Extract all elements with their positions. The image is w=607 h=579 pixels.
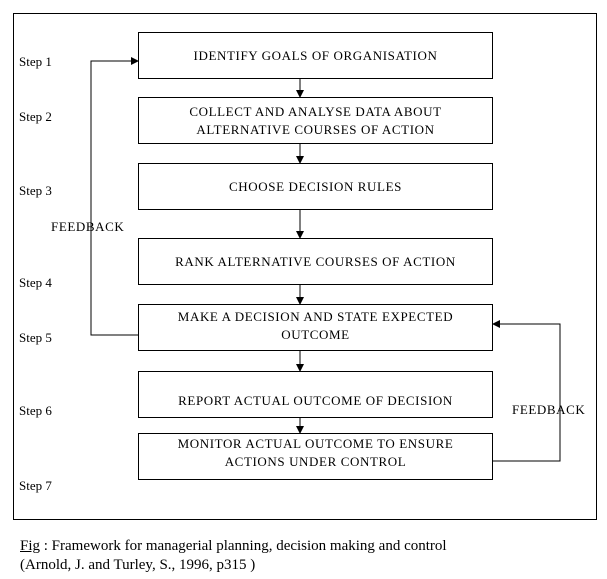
caption-line-1: Fig : Framework for managerial planning,… [20,537,447,556]
box-rank-alternatives: RANK ALTERNATIVE COURSES OF ACTION [138,238,493,285]
step-label-6: Step 6 [19,403,52,418]
box-monitor-outcome: MONITOR ACTUAL OUTCOME TO ENSURE ACTIONS… [138,433,493,480]
box-make-decision: MAKE A DECISION AND STATE EXPECTED OUTCO… [138,304,493,351]
diagram-frame [13,13,597,520]
box-identify-goals: IDENTIFY GOALS OF ORGANISATION [138,32,493,79]
feedback-label-right: FEEDBACK [512,402,586,417]
box-collect-analyse-data: COLLECT AND ANALYSE DATA ABOUT ALTERNATI… [138,97,493,144]
step-label-3: Step 3 [19,183,52,198]
caption-fig-label: Fig [20,538,41,554]
box-choose-decision-rules: CHOOSE DECISION RULES [138,163,493,210]
step-label-4: Step 4 [19,275,52,290]
step-label-7: Step 7 [19,478,52,493]
feedback-loop-left [90,57,139,336]
caption-line-2: (Arnold, J. and Turley, S., 1996, p315 ) [20,557,256,573]
feedback-label-left: FEEDBACK [51,219,125,234]
step-label-2: Step 2 [19,109,52,124]
caption-title: : Framework for managerial planning, dec… [40,538,447,554]
figure-caption: Fig : Framework for managerial planning,… [20,537,447,575]
step-label-5: Step 5 [19,330,52,345]
step-label-1: Step 1 [19,54,52,69]
feedback-loop-right [492,320,561,462]
box-report-outcome: REPORT ACTUAL OUTCOME OF DECISION [138,371,493,418]
